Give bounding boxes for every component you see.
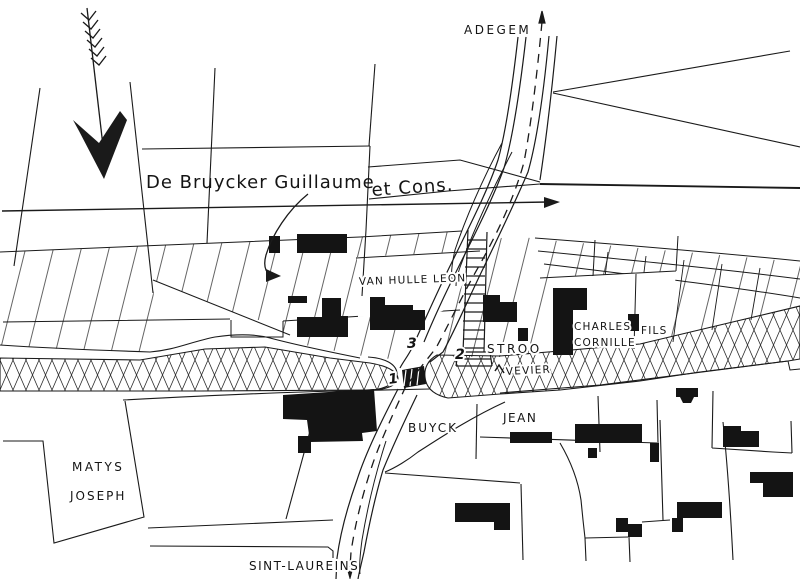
label-van-hulle: VAN HULLE LEON [359, 272, 467, 288]
parcel-lines-south [3, 360, 793, 563]
label-adegem: ADEGEM [464, 23, 531, 37]
curved-pointer-arrow [264, 193, 309, 282]
annotation-arrows [1, 7, 560, 374]
road-arrow-south [346, 566, 354, 579]
label-cornille: CORNILLE [574, 337, 636, 349]
north-arrow-icon [73, 7, 127, 179]
canal [0, 305, 800, 399]
boundary-arrow-east [1, 197, 560, 212]
marker-1: 1 [387, 371, 399, 388]
buildings [269, 234, 793, 537]
tick-mark [494, 363, 505, 374]
label-joseph: JOSEPH [69, 489, 126, 503]
label-jean: JEAN [502, 411, 537, 425]
label-buyck: BUYCK [408, 421, 458, 435]
ladder-structure [455, 229, 493, 367]
numbered-markers: 1 2 3 [385, 334, 466, 390]
label-fils: FILS [641, 325, 667, 337]
label-sint-laureins: SINT-LAUREINS [249, 559, 359, 573]
label-vevier: VEVIER [506, 364, 552, 378]
road-centerline [349, 21, 543, 569]
marker-3: 3 [407, 336, 417, 352]
label-matys: MATYS [72, 460, 124, 474]
label-stroo: STROO [487, 342, 542, 356]
parcel-lines-north [13, 50, 800, 297]
road-arrow-north [538, 10, 546, 24]
label-owner-main: De Bruycker Guillaume [146, 172, 375, 193]
main-road [335, 10, 558, 579]
marker-2: 2 [455, 347, 465, 363]
towpath-line [0, 334, 361, 359]
label-charles: CHARLES [574, 321, 631, 333]
label-parcels [355, 235, 679, 357]
map-labels: ADEGEM De Bruycker Guillaume et Cons. VA… [69, 23, 668, 575]
